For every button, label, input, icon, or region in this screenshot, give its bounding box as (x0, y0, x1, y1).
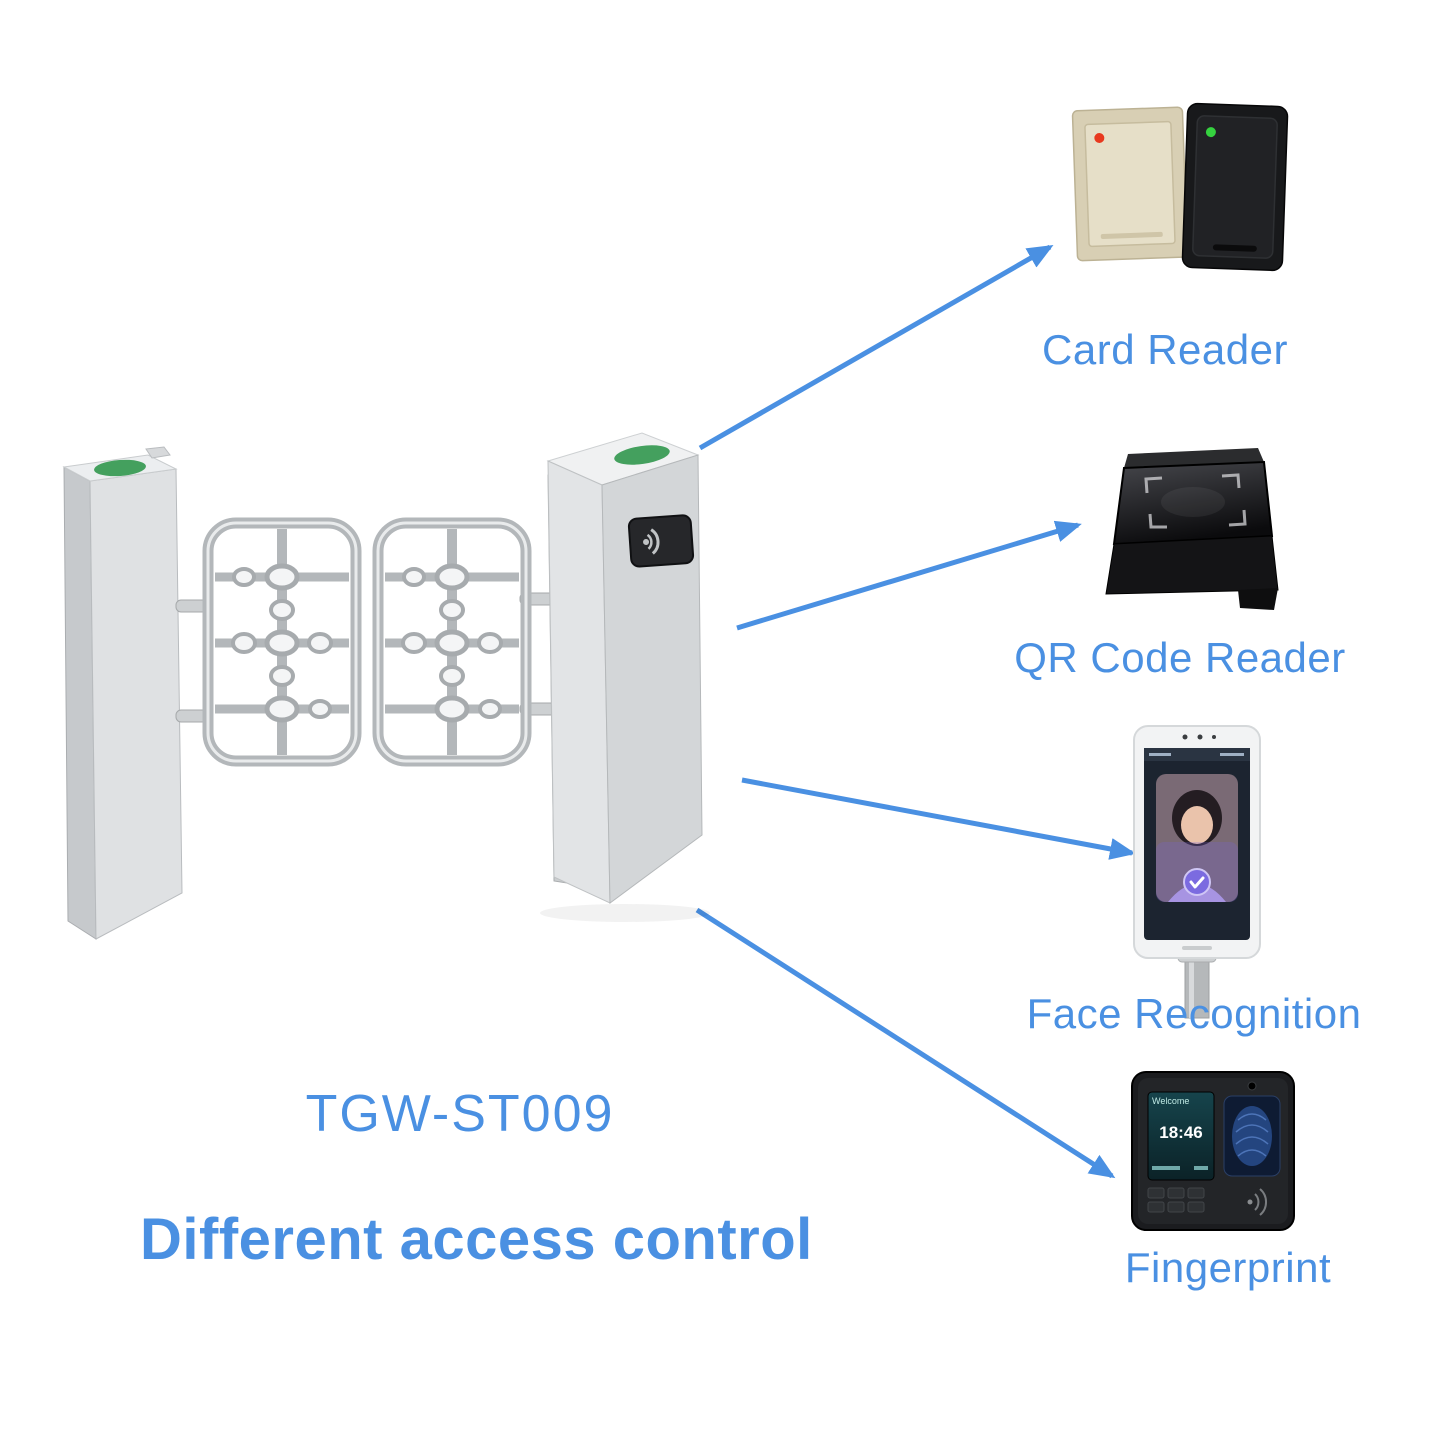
arrow-to-card-reader (698, 244, 1054, 451)
headline: Different access control (140, 1207, 813, 1272)
camera-lens (1247, 1081, 1257, 1091)
fingerprint-terminal-image: Welcome 18:46 (1128, 1070, 1298, 1235)
right-indicator-light (614, 445, 670, 465)
left-pedestal (62, 446, 183, 940)
gate-arms (175, 592, 563, 723)
card-reader-label: Card Reader (1042, 326, 1288, 373)
keypad (1147, 1187, 1205, 1213)
card-reader-black-unit (1181, 102, 1289, 272)
card-reader-image (1065, 95, 1295, 285)
face-recognition-image (1122, 722, 1272, 1022)
arrow-to-face-recognition (741, 777, 1136, 860)
left-indicator-light (94, 459, 146, 477)
right-pedestal (540, 432, 710, 922)
screen-greeting: Welcome (1152, 1096, 1189, 1106)
built-in-card-reader-panel (627, 514, 695, 568)
contactless-icon (1247, 1188, 1267, 1216)
screen-time: 18:46 (1159, 1123, 1202, 1142)
green-led (1205, 127, 1216, 138)
camera-lens (1197, 734, 1203, 740)
device-screen (1147, 1091, 1215, 1181)
face-recognition-label: Face Recognition (1026, 990, 1362, 1037)
gate-panel-right (378, 523, 526, 761)
fingerprint-label: Fingerprint (1124, 1244, 1332, 1291)
card-reader-beige-unit (1071, 106, 1189, 262)
model-number: TGW-ST009 (305, 1085, 615, 1143)
qr-code-reader-label: QR Code Reader (1014, 634, 1346, 681)
gate-panel-left (208, 523, 356, 761)
scan-frame-brackets (1144, 473, 1247, 529)
qr-code-reader-image (1088, 418, 1288, 613)
arrow-to-qr-reader (736, 520, 1082, 631)
turnstile-gate-illustration (62, 432, 710, 940)
verified-badge (1183, 868, 1211, 896)
red-led (1094, 133, 1105, 144)
arrow-to-fingerprint (695, 907, 1116, 1179)
